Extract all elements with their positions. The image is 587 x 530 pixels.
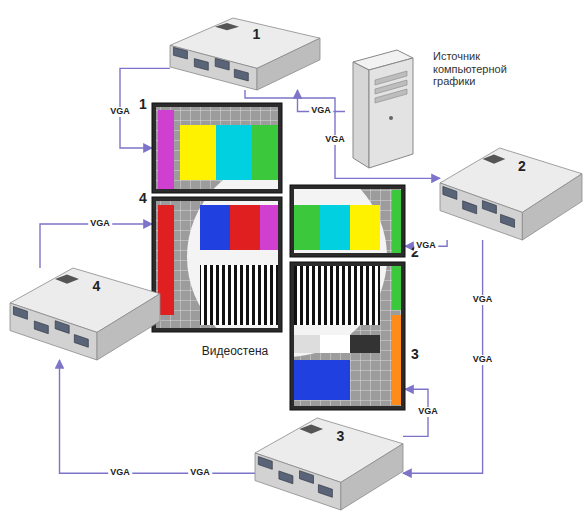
- converter-box: 3: [255, 418, 403, 510]
- device-body: [440, 148, 582, 240]
- signal-label: VGA: [323, 135, 347, 145]
- callout-number: 3: [411, 347, 419, 361]
- source-label: Источник компьютерной графики: [433, 50, 525, 88]
- wall-screen: 4: [152, 197, 282, 332]
- vga-cable: [40, 224, 152, 268]
- converter-box: 2: [440, 148, 582, 240]
- node-outline: [290, 185, 405, 257]
- signal-label: VGA: [416, 407, 440, 417]
- node-outline: [440, 148, 582, 240]
- wall-screen: 3: [290, 262, 405, 410]
- signal-label: VGA: [471, 355, 495, 365]
- callout-number: 1: [139, 97, 147, 111]
- device-body: [10, 268, 160, 360]
- screen-panel: [140, 95, 420, 425]
- signal-label: VGA: [309, 106, 333, 116]
- vga-cable: [60, 360, 256, 473]
- screen-panel: [140, 95, 420, 425]
- node-outline: [170, 18, 320, 90]
- signal-label: VGA: [188, 468, 212, 478]
- node-outline: [345, 40, 520, 170]
- node-outline: [290, 262, 405, 410]
- wall-screen: 2: [290, 185, 405, 257]
- callout-number: 4: [139, 191, 147, 205]
- signal-label: VGA: [88, 219, 112, 229]
- callout-number: 1: [253, 27, 261, 41]
- node-outline: [152, 103, 282, 193]
- wall-screen: 1: [152, 103, 282, 193]
- callout-number: 2: [518, 159, 526, 173]
- signal-label: VGA: [108, 107, 132, 117]
- screen-panel: [140, 95, 420, 425]
- node-outline: [255, 418, 403, 510]
- signal-label: VGA: [471, 295, 495, 305]
- signal-label: VGA: [108, 468, 132, 478]
- signal-label: VGA: [414, 241, 438, 251]
- node-outline: [10, 268, 160, 360]
- node-outline: [152, 197, 282, 332]
- converter-box: 1: [170, 18, 320, 90]
- converter-box: 4: [10, 268, 160, 360]
- device-body: [170, 18, 320, 90]
- device-body: [255, 418, 403, 510]
- computer-tower: [353, 50, 413, 168]
- callout-number: 3: [336, 429, 344, 443]
- screen-panel: [140, 95, 420, 425]
- callout-number: 4: [93, 279, 101, 293]
- caption-label: Видеостена: [200, 345, 270, 358]
